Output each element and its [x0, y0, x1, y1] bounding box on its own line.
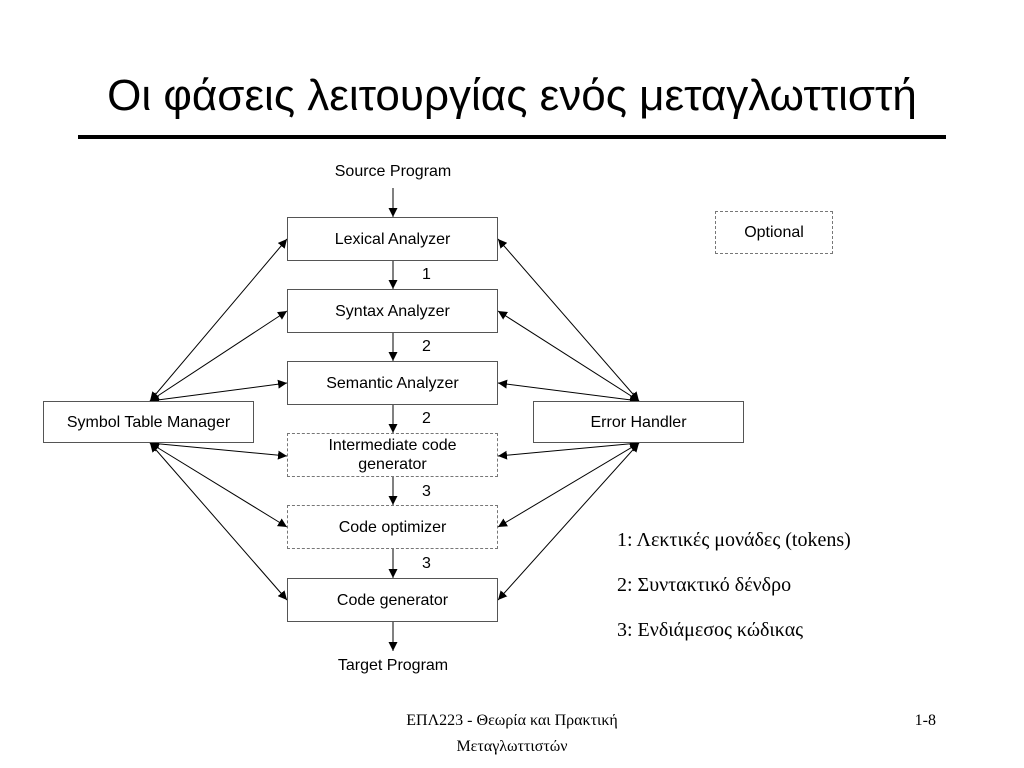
link-symtab-syntax	[149, 310, 288, 402]
title-underline	[78, 135, 946, 139]
edge-legend: 1: Λεκτικές μονάδες (tokens) 2: Συντακτι…	[617, 526, 947, 661]
phase-code-generator: Code generator	[287, 578, 498, 622]
link-error-optimizer	[497, 442, 640, 528]
link-symtab-lexical	[149, 238, 288, 402]
link-symtab-codegen	[149, 442, 288, 601]
legend-item-syntax-tree: 2: Συντακτικό δένδρο	[617, 574, 792, 596]
target-program-label: Target Program	[337, 657, 449, 674]
page-number: 1-8	[914, 712, 936, 729]
edge-label-intermediate-1: 3	[422, 483, 431, 500]
legend-item-tokens: 1: Λεκτικές μονάδες (tokens)	[617, 529, 851, 551]
symbol-table-links	[149, 238, 288, 601]
link-symtab-semantic	[149, 379, 288, 405]
phase-intermediate-code-generator: Intermediate code generator	[287, 433, 498, 477]
footer-course-title: ΕΠΛ223 - Θεωρία και Πρακτική Μεταγλωττισ…	[406, 712, 618, 755]
phase-lexical-analyzer: Lexical Analyzer	[287, 217, 498, 261]
link-error-lexical	[497, 238, 640, 402]
slide-title: Οι φάσεις λειτουργίας ενός μεταγλωττιστή	[107, 71, 917, 120]
link-error-semantic	[497, 379, 640, 405]
link-error-syntax	[497, 310, 640, 402]
source-program-label: Source Program	[334, 163, 452, 180]
edge-label-tokens: 1	[422, 266, 431, 283]
symbol-table-manager: Symbol Table Manager	[43, 401, 254, 443]
link-symtab-optimizer	[149, 442, 288, 528]
edge-label-syntax-tree-1: 2	[422, 338, 431, 355]
phase-syntax-analyzer: Syntax Analyzer	[287, 289, 498, 333]
edge-label-syntax-tree-2: 2	[422, 410, 431, 427]
error-handler-links	[497, 238, 640, 601]
link-error-codegen	[497, 442, 640, 601]
optional-legend-box: Optional	[715, 211, 833, 254]
edge-label-intermediate-2: 3	[422, 555, 431, 572]
phase-semantic-analyzer: Semantic Analyzer	[287, 361, 498, 405]
link-error-intermediate	[497, 439, 640, 460]
error-handler: Error Handler	[533, 401, 744, 443]
phase-code-optimizer: Code optimizer	[287, 505, 498, 549]
legend-item-intermediate-code: 3: Ενδιάμεσος κώδικας	[617, 619, 804, 641]
link-symtab-intermediate	[149, 439, 288, 460]
